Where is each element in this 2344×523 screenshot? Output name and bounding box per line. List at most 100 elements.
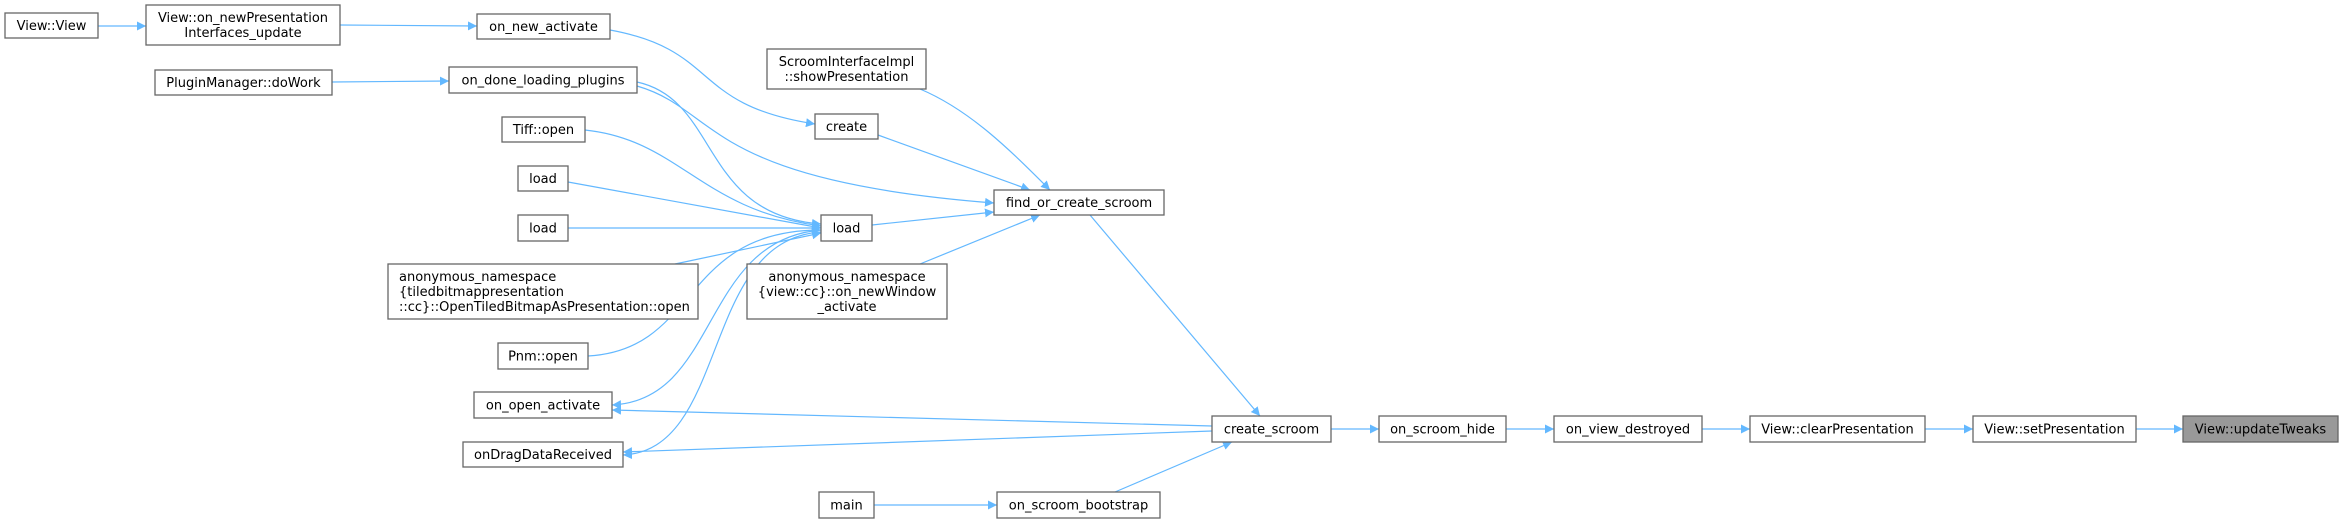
node-label: {view::cc}::on_newWindow [758, 285, 937, 300]
function-node-sp[interactable]: ScroomInterfaceImpl::showPresentation [766, 48, 927, 90]
edge-av-to-fc [919, 214, 1041, 265]
edge-cs-to-oa [611, 405, 1213, 427]
node-label: onDragDataReceived [474, 448, 612, 463]
node-box [154, 69, 333, 96]
node-label: {tiledbitmappresentation [399, 285, 564, 300]
node-label: Interfaces_update [184, 26, 301, 41]
node-label: anonymous_namespace [768, 270, 925, 285]
node-label: load [529, 222, 557, 237]
edge-l1-to-ld [567, 181, 822, 231]
node-box [517, 214, 569, 242]
edge-dl-to-ld [636, 81, 822, 228]
node-box [1972, 415, 2137, 443]
node-label: View::updateTweaks [2195, 423, 2327, 438]
node-label: View::setPresentation [1984, 423, 2124, 438]
node-box [501, 116, 586, 143]
edge-sp-to-fc [919, 88, 1051, 191]
node-label: ScroomInterfaceImpl [779, 55, 915, 70]
node-label: main [830, 499, 862, 514]
node-box [1378, 415, 1507, 443]
function-node-at[interactable]: anonymous_namespace{tiledbitmappresentat… [387, 263, 699, 320]
node-box [820, 214, 873, 242]
node-label: find_or_create_scroom [1006, 196, 1152, 211]
node-label: _activate [816, 300, 876, 315]
node-label: anonymous_namespace [399, 270, 556, 285]
function-node-cp[interactable]: View::clearPresentation [1749, 415, 1926, 443]
node-box [1749, 415, 1926, 443]
node-label: create [826, 120, 867, 135]
function-node-np[interactable]: View::on_newPresentationInterfaces_updat… [145, 4, 341, 46]
function-node-sh[interactable]: on_scroom_hide [1378, 415, 1507, 443]
node-label: load [833, 222, 861, 237]
function-node-vd[interactable]: on_view_destroyed [1553, 415, 1703, 443]
nodes-layer: View::View View::on_newPresentationInterf… [4, 4, 2339, 519]
function-node-pn[interactable]: Pnm::open [497, 342, 589, 370]
node-label: on_done_loading_plugins [461, 74, 624, 89]
node-box [1211, 415, 1332, 443]
node-label: on_new_activate [489, 20, 598, 35]
function-node-fc[interactable]: find_or_create_scroom [993, 189, 1165, 216]
current-function-node: View::updateTweaks [2182, 415, 2339, 443]
function-node-vv[interactable]: View::View [4, 12, 99, 39]
node-box [473, 391, 613, 419]
function-node-l1[interactable]: load [517, 165, 569, 192]
function-node-dl[interactable]: on_done_loading_plugins [448, 66, 638, 94]
edge-pm-to-dl [331, 76, 450, 86]
edge-na-to-cr [609, 29, 816, 128]
function-node-na[interactable]: on_new_activate [476, 13, 611, 40]
node-box [996, 491, 1161, 519]
node-box [1553, 415, 1703, 443]
node-box [818, 491, 875, 519]
edge-ld-to-oa [611, 229, 822, 410]
function-node-tf[interactable]: Tiff::open [501, 116, 586, 143]
function-node-pm[interactable]: PluginManager::doWork [154, 69, 333, 96]
node-box [497, 342, 589, 370]
node-label: on_open_activate [486, 399, 600, 414]
function-node-sb[interactable]: on_scroom_bootstrap [996, 491, 1161, 519]
function-node-stp[interactable]: View::setPresentation [1972, 415, 2137, 443]
node-box [2182, 415, 2339, 443]
node-label: on_scroom_hide [1390, 423, 1495, 438]
function-node-dd[interactable]: onDragDataReceived [462, 441, 624, 468]
node-box [4, 12, 99, 39]
node-box [766, 48, 927, 90]
edges-layer [98, 21, 2183, 510]
node-box [814, 113, 879, 140]
edge-tf-to-ld [584, 129, 822, 230]
node-label: on_scroom_bootstrap [1009, 499, 1148, 514]
node-label: Tiff::open [512, 123, 574, 138]
function-node-oa[interactable]: on_open_activate [473, 391, 613, 419]
node-label: ::showPresentation [784, 70, 908, 85]
edge-ld-to-fc [871, 208, 995, 226]
node-label: View::clearPresentation [1761, 423, 1914, 438]
edge-fc-to-cs [1089, 214, 1261, 417]
node-label: View::on_newPresentation [158, 11, 328, 26]
node-label: View::View [17, 19, 87, 34]
edge-cs-to-dd [622, 430, 1213, 457]
function-node-ld[interactable]: load [820, 214, 873, 242]
node-label: create_scroom [1224, 423, 1319, 438]
node-box [387, 263, 699, 320]
function-node-cr[interactable]: create [814, 113, 879, 140]
function-node-mn[interactable]: main [818, 491, 875, 519]
function-node-l2[interactable]: load [517, 214, 569, 242]
edge-at-to-ld [674, 230, 822, 265]
function-node-av[interactable]: anonymous_namespace{view::cc}::on_newWin… [746, 263, 948, 320]
node-box [145, 4, 341, 46]
node-label: ::cc}::OpenTiledBitmapAsPresentation::op… [399, 300, 690, 315]
node-box [517, 165, 569, 192]
edge-np-to-na [339, 21, 478, 31]
edge-ld-to-dd [622, 231, 822, 460]
node-label: Pnm::open [508, 350, 578, 365]
node-box [448, 66, 638, 94]
edge-dl-to-fc [636, 85, 995, 207]
function-node-cs[interactable]: create_scroom [1211, 415, 1332, 443]
edge-sb-to-cs [1114, 441, 1233, 493]
node-box [993, 189, 1165, 216]
node-box [746, 263, 948, 320]
node-label: on_view_destroyed [1566, 423, 1690, 438]
node-box [476, 13, 611, 40]
node-box [462, 441, 624, 468]
node-label: PluginManager::doWork [166, 76, 321, 91]
